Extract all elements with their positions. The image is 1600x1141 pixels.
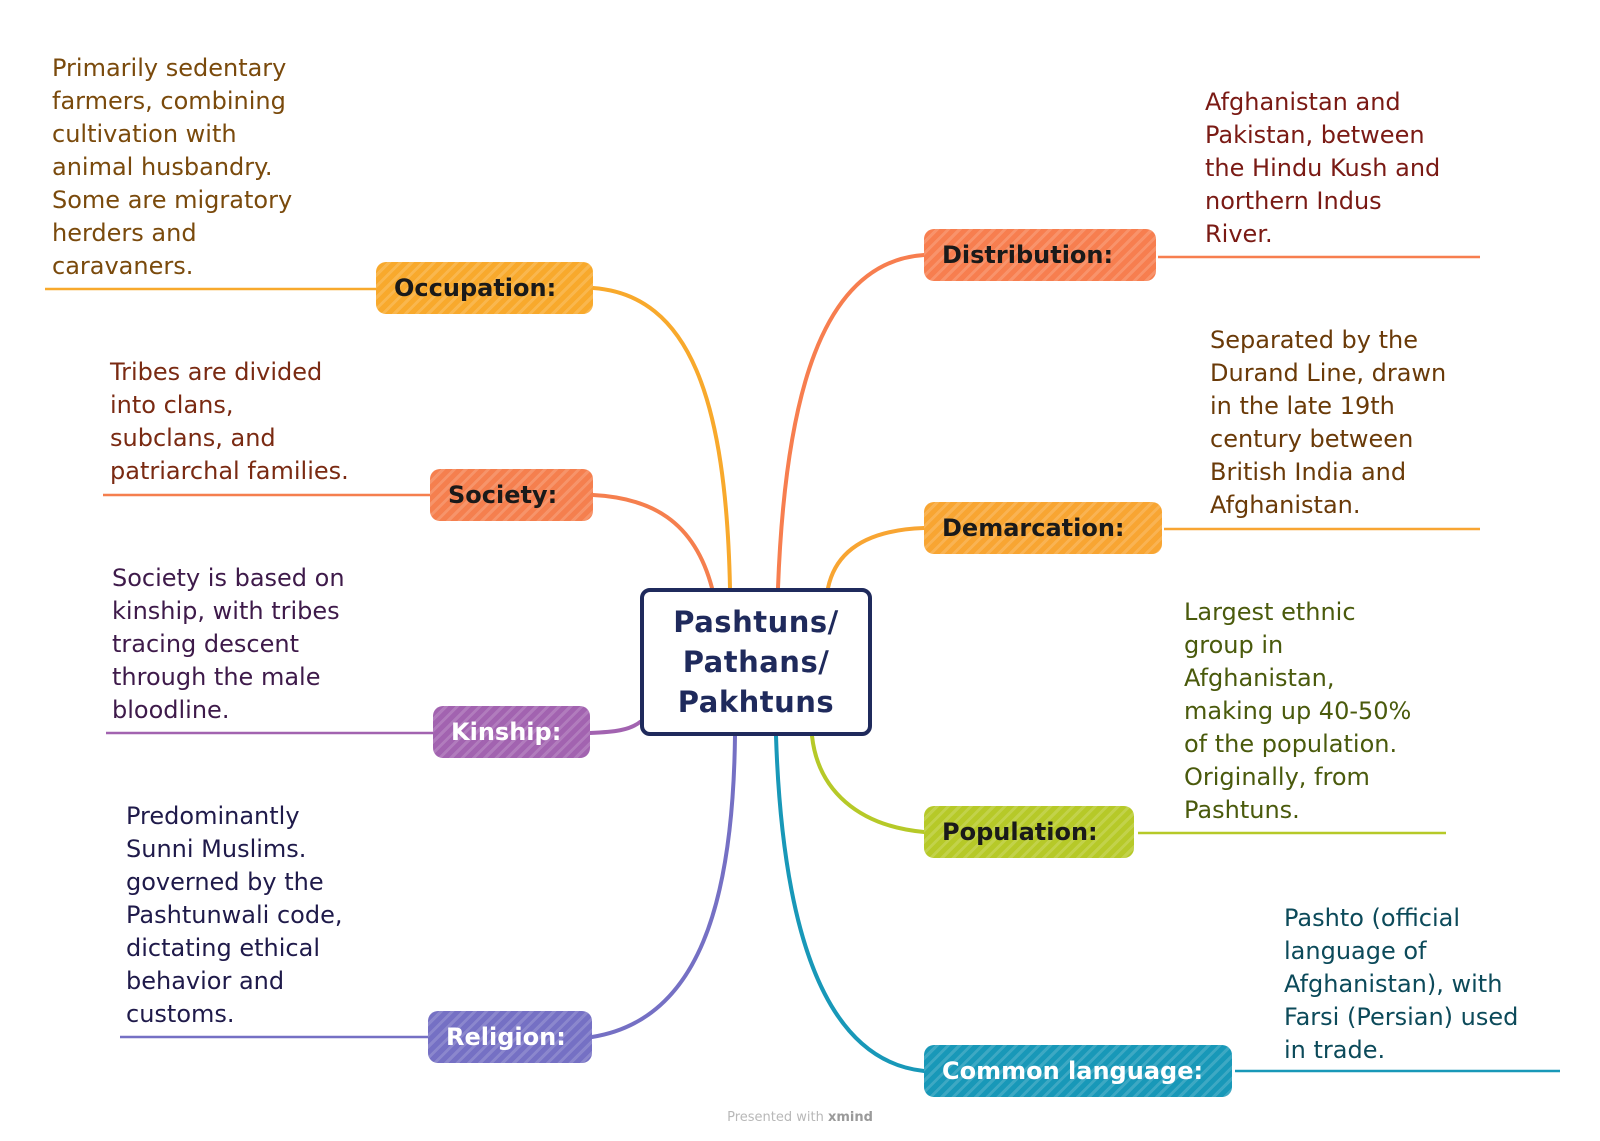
topic-distribution[interactable]: Distribution:: [924, 229, 1156, 281]
topic-population-label: Population:: [942, 818, 1098, 846]
connector-society: [591, 493, 714, 590]
central-topic-line-1: Pashtuns/: [673, 605, 839, 639]
note-demarcation: Separated by the Durand Line, drawn in t…: [1210, 326, 1447, 519]
footer-brand: xmind: [827, 1110, 873, 1125]
connector-occupation: [591, 286, 732, 590]
topic-religion-label: Religion:: [446, 1023, 566, 1051]
topic-occupation[interactable]: Occupation:: [376, 262, 593, 314]
topic-kinship-label: Kinship:: [451, 718, 562, 746]
footer-prefix: Presented with: [727, 1110, 824, 1125]
topic-occupation-label: Occupation:: [394, 274, 557, 302]
note-occupation: Primarily sedentary farmers, combining c…: [52, 54, 293, 280]
topic-religion[interactable]: Religion:: [428, 1011, 592, 1063]
topic-language[interactable]: Common language:: [924, 1045, 1232, 1097]
note-kinship: Society is based on kinship, with tribes…: [112, 564, 345, 724]
topic-language-label: Common language:: [942, 1057, 1204, 1085]
connector-population: [810, 734, 926, 834]
connector-distribution: [776, 253, 926, 590]
topic-society[interactable]: Society:: [430, 469, 593, 521]
topic-demarcation[interactable]: Demarcation:: [924, 502, 1162, 554]
note-population: Largest ethnic group in Afghanistan, mak…: [1184, 598, 1412, 824]
connector-kinship: [588, 720, 642, 735]
note-distribution: Afghanistan and Pakistan, between the Hi…: [1205, 88, 1441, 248]
topic-kinship[interactable]: Kinship:: [433, 706, 590, 758]
note-society: Tribes are divided into clans, subclans,…: [110, 358, 349, 485]
connector-religion: [590, 734, 737, 1039]
topic-demarcation-label: Demarcation:: [942, 514, 1125, 542]
central-topic[interactable]: Pashtuns/ Pathans/ Pakhtuns: [640, 588, 872, 736]
note-language: Pashto (official language of Afghanistan…: [1284, 904, 1519, 1064]
note-religion: Predominantly Sunni Muslims. governed by…: [126, 802, 343, 1028]
topic-society-label: Society:: [448, 481, 558, 509]
footer-watermark: Presented with xmind: [0, 1110, 1600, 1125]
topic-distribution-label: Distribution:: [942, 241, 1114, 269]
central-topic-line-3: Pakhtuns: [677, 685, 835, 719]
topic-population[interactable]: Population:: [924, 806, 1134, 858]
central-topic-line-2: Pathans/: [682, 645, 830, 679]
connector-demarcation: [826, 526, 926, 590]
connector-language: [774, 734, 926, 1073]
